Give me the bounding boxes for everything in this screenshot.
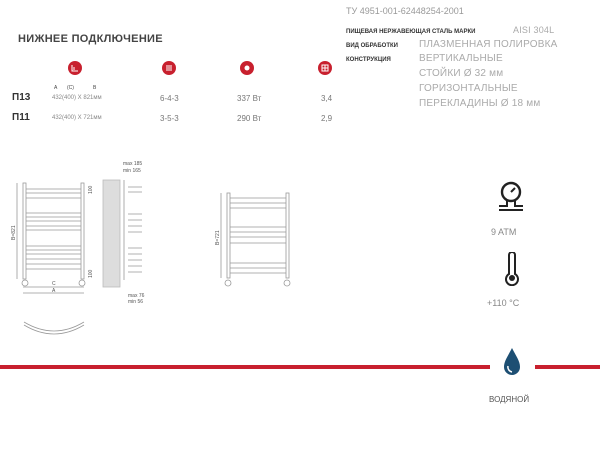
dim-min: min 56 [128,299,143,305]
construction-label: КОНСТРУКЦИЯ [346,57,391,63]
heating-type: ВОДЯНОЙ [489,395,530,404]
steel-label: ПИЩЕВАЯ НЕРЖАВЕЮЩАЯ СТАЛЬ МАРКИ [346,29,476,35]
section-title: НИЖНЕЕ ПОДКЛЮЧЕНИЕ [18,33,163,45]
pressure-value: 9 ATM [491,227,517,237]
label-a: A [54,85,58,91]
height-label: B=721 [215,230,221,245]
dim-label: 100 [88,269,94,278]
construction-line: ГОРИЗОНТАЛЬНЫЕ [419,83,518,94]
construction-line: ПЕРЕКЛАДИНЫ Ø 18 мм [419,98,541,109]
dim-c: C [52,281,56,287]
size: 432(400) X 721мм [52,115,102,121]
temperature-value: +110 °C [487,298,520,308]
steel-value: AISI 304L [513,25,555,35]
technical-drawing: B=821 B=721 100 100 C A max 185 min 165 … [11,161,291,335]
water-drop-icon [504,348,520,375]
volume-icon [318,61,332,75]
dim-min: min 165 [123,168,141,174]
treatment-value: ПЛАЗМЕННАЯ ПОЛИРОВКА [419,39,558,50]
height-label: B=821 [11,225,17,240]
volume: 2,9 [321,114,333,123]
sections: 3-5-3 [160,114,179,123]
power: 337 Вт [237,94,262,103]
construction-line: ВЕРТИКАЛЬНЫЕ [419,53,503,64]
dim-max: max 76 [128,293,145,299]
power-icon [240,61,254,75]
pressure-gauge-icon [499,181,523,211]
thermometer-icon [505,252,519,286]
power: 290 Вт [237,114,262,123]
connection-size-icon [68,61,82,75]
size: 432(400) X 821мм [52,95,102,101]
construction-line: СТОЙКИ Ø 32 мм [419,68,504,79]
model: П13 [12,92,31,103]
dim-label: 100 [88,185,94,194]
label-b: B [93,85,97,91]
dim-a: A [52,288,56,294]
label-c: (C) [67,85,74,91]
sections: 6-4-3 [160,94,179,103]
dim-max: max 185 [123,161,142,167]
divider-right [535,365,600,369]
divider-left [0,365,490,369]
tu-standard: ТУ 4951-001-62448254-2001 [346,6,464,16]
model: П11 [12,112,30,123]
treatment-label: ВИД ОБРАБОТКИ [346,43,398,49]
volume: 3,4 [321,94,333,103]
bars-icon [162,61,176,75]
